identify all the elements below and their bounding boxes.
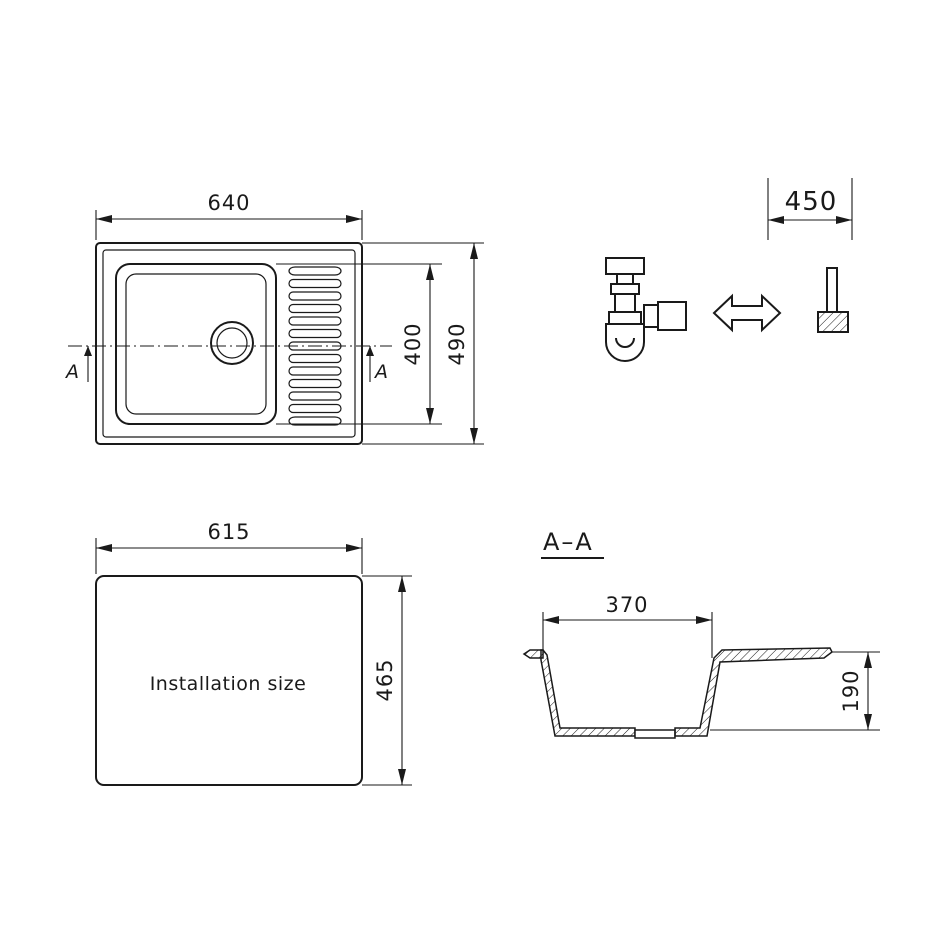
dimension-installation-width: 615 bbox=[95, 520, 363, 574]
dimension-sink-depth: 490 bbox=[362, 242, 484, 445]
drainboard-rib bbox=[288, 266, 342, 276]
dimension-bowl-width: 370 bbox=[542, 593, 713, 658]
svg-text:370: 370 bbox=[605, 593, 648, 617]
dimension-bowl-depth: 400 bbox=[276, 263, 442, 425]
section-marker-left: A bbox=[64, 361, 79, 383]
drainboard-rib bbox=[288, 403, 342, 414]
installation-cutout: Installation size bbox=[95, 575, 363, 786]
drain-icon bbox=[210, 321, 254, 365]
svg-text:490: 490 bbox=[445, 322, 469, 365]
drainboard-rib bbox=[288, 316, 342, 326]
bowl-outline bbox=[115, 263, 277, 425]
dimension-bowl-height: 190 bbox=[710, 651, 880, 731]
cabinet-icon bbox=[817, 267, 849, 333]
drainboard-rib bbox=[288, 353, 342, 364]
drainboard-rib bbox=[288, 291, 342, 301]
dimension-cabinet-width: 450 bbox=[767, 178, 853, 240]
svg-text:A–A: A–A bbox=[543, 528, 594, 556]
drainboard-rib bbox=[288, 391, 342, 401]
drainboard-rib bbox=[288, 366, 342, 376]
drainboard-rib bbox=[288, 278, 342, 289]
drainboard-rib bbox=[288, 378, 342, 389]
installation-label: Installation size bbox=[150, 673, 307, 695]
siphon-icon bbox=[605, 257, 687, 362]
svg-text:640: 640 bbox=[207, 191, 250, 215]
section-marker-right: A bbox=[373, 361, 388, 383]
svg-text:615: 615 bbox=[207, 520, 250, 544]
drainboard-rib bbox=[288, 416, 342, 426]
svg-text:190: 190 bbox=[839, 669, 863, 712]
double-arrow-icon bbox=[712, 293, 782, 333]
drainboard-rib bbox=[288, 328, 342, 339]
svg-text:465: 465 bbox=[373, 658, 397, 701]
sink-top-view: A A bbox=[64, 242, 392, 445]
dimension-installation-depth: 465 bbox=[362, 575, 412, 786]
svg-text:400: 400 bbox=[401, 322, 425, 365]
svg-text:450: 450 bbox=[785, 187, 838, 217]
section-title: A–A bbox=[541, 528, 604, 559]
drainboard-rib bbox=[288, 303, 342, 314]
section-profile bbox=[522, 647, 833, 739]
dimension-sink-width: 640 bbox=[95, 191, 363, 240]
